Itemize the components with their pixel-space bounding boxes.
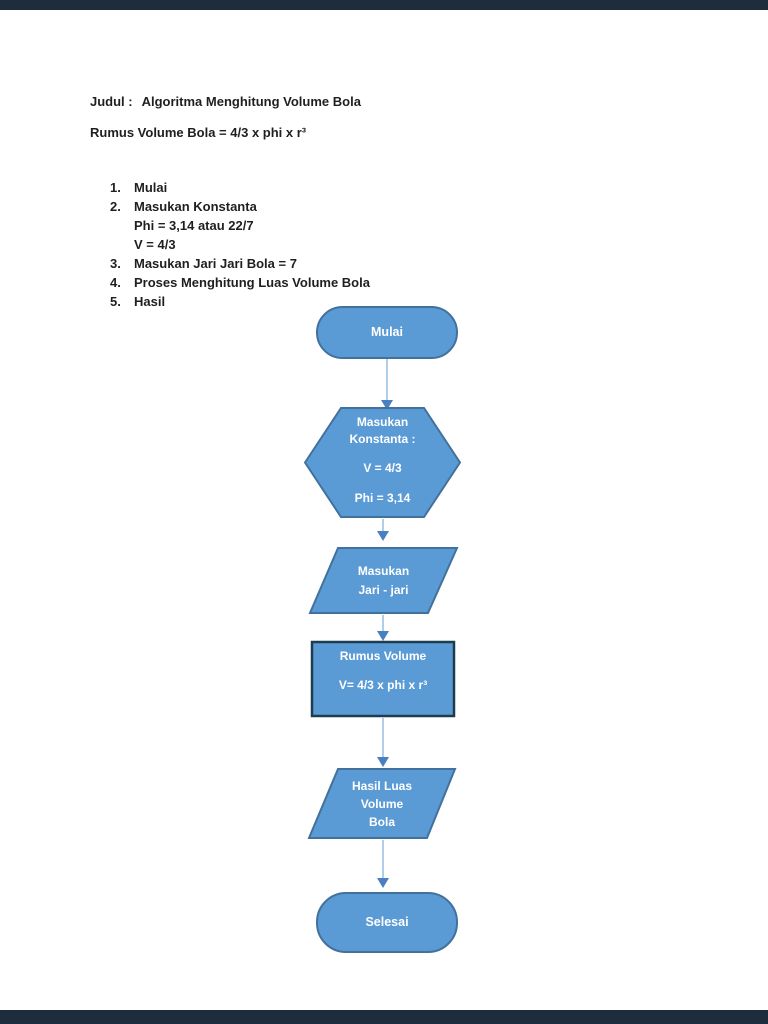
list-item-text: Masukan Jari Jari Bola = 7	[134, 256, 297, 271]
input-parallelogram-shape	[308, 547, 459, 614]
connector-arrow-head	[377, 757, 389, 767]
connector-arrow-head	[381, 400, 393, 410]
hexagon-line-4: Phi = 3,14	[354, 491, 411, 505]
list-item-number: 2.	[110, 199, 121, 214]
list-item-number: 3.	[110, 256, 121, 271]
connector-arrow-head	[377, 531, 389, 541]
hexagon-line-2: Konstanta :	[349, 432, 416, 446]
list-item: 2. Masukan Konstanta	[110, 197, 370, 216]
hexagon-line-3: V = 4/3	[363, 461, 402, 475]
list-item: Phi = 3,14 atau 22/7	[110, 216, 370, 235]
constants-hexagon-shape	[303, 407, 462, 518]
list-item: 5. Hasil	[110, 292, 370, 311]
list-item-number: 5.	[110, 294, 121, 309]
output-parallelogram-shape	[307, 768, 457, 839]
process-line-2: V= 4/3 x phi x r³	[338, 678, 428, 692]
hexagon-line-1: Masukan	[356, 415, 409, 429]
connector-arrow-head	[377, 878, 389, 888]
list-item: V = 4/3	[110, 235, 370, 254]
process-line-1: Rumus Volume	[339, 649, 427, 663]
list-item: 3. Masukan Jari Jari Bola = 7	[110, 254, 370, 273]
document-title: Judul : Algoritma Menghitung Volume Bola	[90, 94, 361, 109]
constants-hexagon-label: Masukan Konstanta : V = 4/3 Phi = 3,14	[305, 414, 460, 507]
list-item-text: V = 4/3	[134, 237, 176, 252]
process-rectangle-shape	[310, 640, 456, 718]
end-terminator-shape	[316, 892, 458, 953]
end-terminator-label: Selesai	[365, 915, 409, 929]
list-item-number: 1.	[110, 180, 121, 195]
list-item-text: Masukan Konstanta	[134, 199, 257, 214]
list-item-text: Hasil	[134, 294, 166, 309]
viewer-bottom-bar	[0, 1010, 768, 1024]
list-item-text: Proses Menghitung Luas Volume Bola	[134, 275, 370, 290]
algorithm-steps-list: 1. Mulai 2. Masukan Konstanta Phi = 3,14…	[110, 178, 370, 311]
start-terminator-shape	[316, 306, 458, 359]
list-item: 1. Mulai	[110, 178, 370, 197]
title-text: Algoritma Menghitung Volume Bola	[141, 94, 361, 109]
output-line-2: Volume	[360, 796, 404, 811]
input-line-2: Jari - jari	[358, 582, 409, 597]
output-line-3: Bola	[368, 814, 395, 829]
input-line-1: Masukan	[357, 563, 410, 578]
output-parallelogram-label: Hasil Luas Volume Bola	[309, 769, 455, 838]
list-item: 4. Proses Menghitung Luas Volume Bola	[110, 273, 370, 292]
formula-text: Rumus Volume Bola = 4/3 x phi x r³	[90, 125, 307, 140]
connector-arrow-head	[377, 631, 389, 641]
start-terminator-label: Mulai	[371, 325, 403, 339]
output-line-1: Hasil Luas	[351, 778, 413, 793]
viewer-top-bar	[0, 0, 768, 10]
list-item-text: Phi = 3,14 atau 22/7	[134, 218, 254, 233]
title-label: Judul :	[90, 94, 133, 109]
list-item-text: Mulai	[134, 180, 168, 195]
list-item-number: 4.	[110, 275, 121, 290]
input-parallelogram-label: Masukan Jari - jari	[310, 548, 457, 613]
process-rectangle-label: Rumus Volume V= 4/3 x phi x r³	[312, 642, 454, 694]
